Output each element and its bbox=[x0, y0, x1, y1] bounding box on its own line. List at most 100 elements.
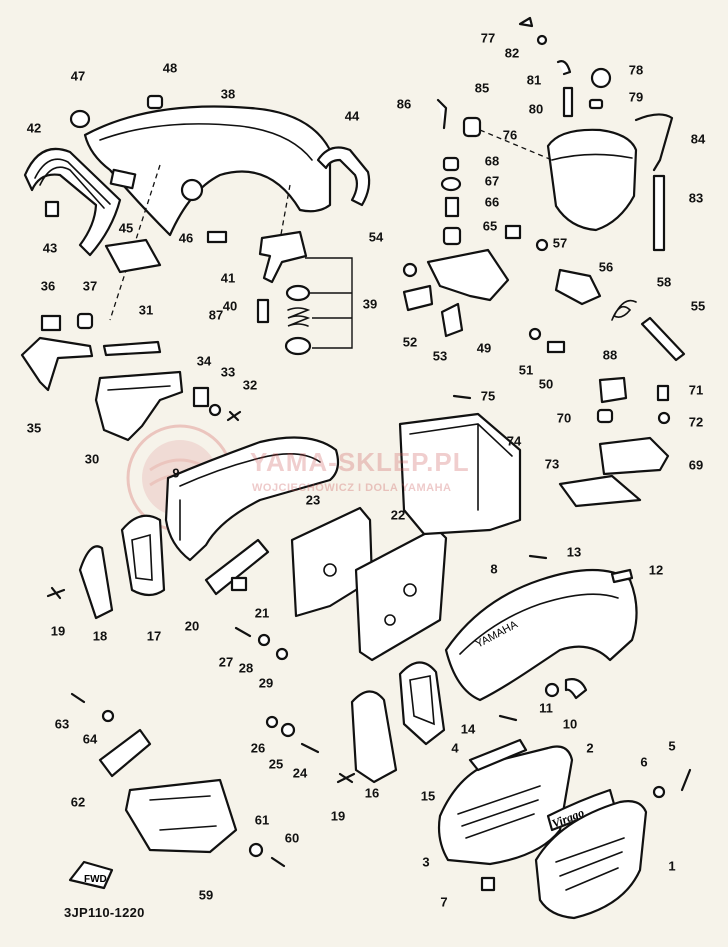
part-label-48: 48 bbox=[162, 60, 178, 76]
part-label-66: 66 bbox=[484, 194, 500, 210]
part-label-19: 19 bbox=[50, 623, 66, 639]
part-label-27: 27 bbox=[218, 654, 234, 670]
part-label-58: 58 bbox=[656, 274, 672, 290]
part-label-14: 14 bbox=[460, 721, 476, 737]
watermark-subtext: WOJCIECHOWICZ I DOLA YAMAHA bbox=[252, 482, 452, 494]
part-label-5: 5 bbox=[668, 738, 676, 754]
part-label-8: 8 bbox=[490, 561, 498, 577]
part-label-75: 75 bbox=[480, 388, 496, 404]
part-38-front-cover bbox=[83, 105, 332, 237]
part-56-rod bbox=[640, 316, 686, 362]
part-label-65: 65 bbox=[482, 218, 498, 234]
part-label-12: 12 bbox=[648, 562, 664, 578]
part-42-grab-rail bbox=[23, 147, 122, 257]
part-18-emblem-plate bbox=[78, 545, 114, 620]
part-8-main-cover bbox=[444, 568, 638, 702]
part-label-57: 57 bbox=[552, 235, 568, 251]
part-label-54: 54 bbox=[368, 229, 384, 245]
part-label-42: 42 bbox=[26, 120, 42, 136]
part-label-47: 47 bbox=[70, 68, 86, 84]
part-10-bracket bbox=[564, 678, 588, 700]
part-label-45: 45 bbox=[118, 220, 134, 236]
part-64-bolt bbox=[70, 692, 86, 704]
part-label-35: 35 bbox=[26, 420, 42, 436]
diagram-code: 3JP110-1220 bbox=[64, 905, 145, 920]
part-32-screw bbox=[226, 410, 242, 422]
part-1-side-cover bbox=[534, 800, 648, 920]
part-label-29: 29 bbox=[258, 675, 274, 691]
part-label-33: 33 bbox=[220, 364, 236, 380]
part-24-bolt bbox=[300, 742, 320, 754]
part-37-grommet bbox=[76, 312, 94, 330]
part-40-bolt bbox=[256, 298, 270, 324]
part-label-2: 2 bbox=[586, 740, 594, 756]
part-label-26: 26 bbox=[250, 740, 266, 756]
part-label-10: 10 bbox=[562, 716, 578, 732]
part-label-55: 55 bbox=[690, 298, 706, 314]
part-12-stay bbox=[610, 568, 634, 584]
part-label-36: 36 bbox=[40, 278, 56, 294]
part-63-stay bbox=[98, 728, 152, 778]
part-label-51: 51 bbox=[518, 362, 534, 378]
part-label-83: 83 bbox=[688, 190, 704, 206]
part-7-clip bbox=[480, 876, 496, 892]
part-84-hose bbox=[652, 174, 666, 252]
part-label-17: 17 bbox=[146, 628, 162, 644]
part-label-19-b: 19 bbox=[330, 808, 346, 824]
part-label-46: 46 bbox=[178, 230, 194, 246]
part-80-seal bbox=[588, 98, 604, 110]
part-label-88: 88 bbox=[602, 347, 618, 363]
part-label-15: 15 bbox=[420, 788, 436, 804]
part-label-9: 9 bbox=[172, 465, 180, 481]
part-14-bolt bbox=[498, 714, 518, 722]
part-label-32: 32 bbox=[242, 377, 258, 393]
part-label-72: 72 bbox=[688, 414, 704, 430]
part-45-plate bbox=[109, 168, 137, 190]
part-label-37: 37 bbox=[82, 278, 98, 294]
part-88-pad bbox=[104, 238, 162, 274]
part-label-81: 81 bbox=[526, 72, 542, 88]
part-label-40: 40 bbox=[222, 298, 238, 314]
part-label-61: 61 bbox=[254, 812, 270, 828]
part-label-53: 53 bbox=[432, 348, 448, 364]
part-label-13: 13 bbox=[566, 544, 582, 560]
part-86-grommet bbox=[462, 116, 482, 138]
fwd-arrow bbox=[68, 860, 114, 890]
part-label-44: 44 bbox=[344, 108, 360, 124]
part-4-decal bbox=[468, 738, 528, 772]
part-9-side-cover bbox=[164, 436, 340, 562]
part-label-79: 79 bbox=[628, 89, 644, 105]
part-label-31: 31 bbox=[138, 302, 154, 318]
part-label-16: 16 bbox=[364, 785, 380, 801]
part-label-84: 84 bbox=[690, 131, 706, 147]
part-89-cap bbox=[598, 376, 628, 404]
part-label-43: 43 bbox=[42, 240, 58, 256]
part-label-52: 52 bbox=[402, 334, 418, 350]
part-15-lower-cover bbox=[398, 661, 446, 746]
part-label-23: 23 bbox=[305, 492, 321, 508]
part-19-bolt-b bbox=[336, 772, 356, 784]
part-74-stay bbox=[558, 474, 642, 508]
part-label-64: 64 bbox=[82, 731, 98, 747]
part-label-39: 39 bbox=[362, 296, 378, 312]
part-50-clip bbox=[504, 224, 522, 240]
part-label-18: 18 bbox=[92, 628, 108, 644]
watermark-text: YAMA-SKLEP.PL bbox=[250, 447, 470, 477]
part-label-78: 78 bbox=[628, 62, 644, 78]
part-75-battery-box bbox=[398, 412, 522, 536]
part-85-hose bbox=[634, 113, 674, 172]
part-17-emblem-base bbox=[120, 514, 166, 597]
part-49-bracket bbox=[426, 248, 510, 302]
part-label-20: 20 bbox=[184, 618, 200, 634]
part-label-41: 41 bbox=[220, 270, 236, 286]
part-61-bolt bbox=[270, 856, 286, 868]
part-label-56: 56 bbox=[598, 259, 614, 275]
part-label-59: 59 bbox=[198, 887, 214, 903]
part-43-clip bbox=[44, 200, 60, 218]
part-label-3: 3 bbox=[422, 854, 430, 870]
part-label-86: 86 bbox=[396, 96, 412, 112]
part-label-24: 24 bbox=[292, 765, 308, 781]
part-label-34: 34 bbox=[196, 353, 212, 369]
part-82-clamp bbox=[556, 60, 572, 76]
